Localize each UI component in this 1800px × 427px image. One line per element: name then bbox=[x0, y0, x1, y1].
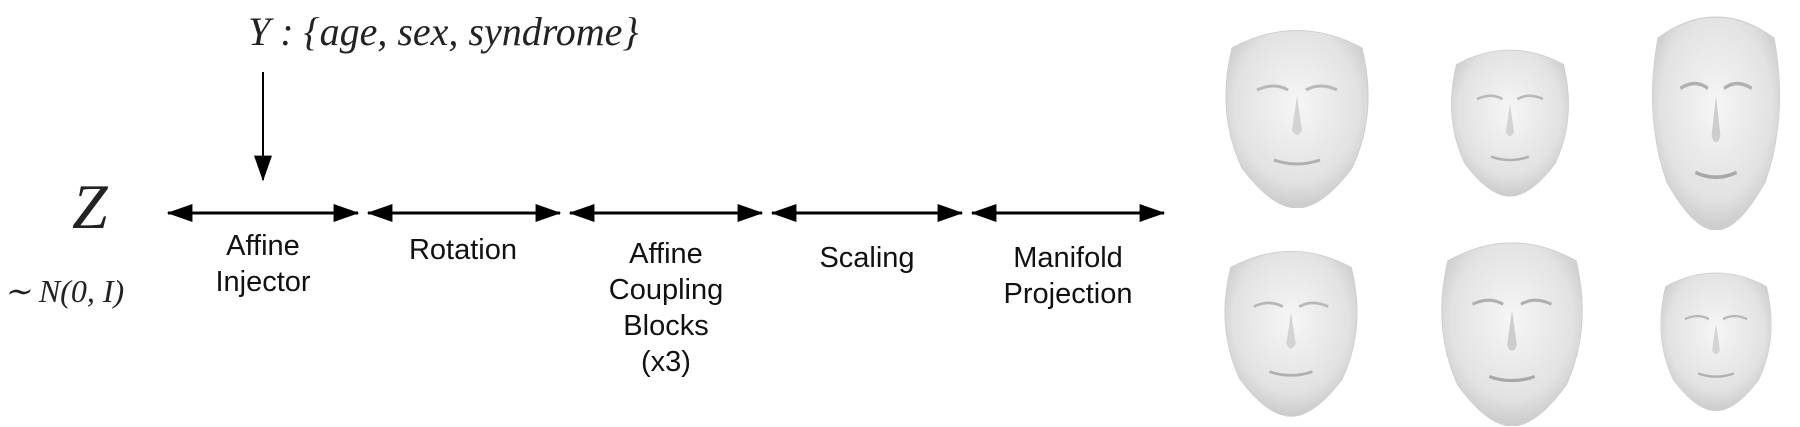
stage-line: Injector bbox=[215, 266, 311, 298]
face-image-2 bbox=[1451, 49, 1569, 197]
stage-manifold-projection: Manifold Projection bbox=[978, 240, 1158, 312]
stage-line: Affine bbox=[629, 238, 703, 270]
stage-rotation: Rotation bbox=[383, 232, 543, 268]
condition-symbol: Y bbox=[248, 9, 271, 54]
stage-line: Blocks bbox=[623, 310, 709, 342]
face-image-1 bbox=[1225, 30, 1369, 208]
stage-line: Coupling bbox=[608, 274, 724, 306]
condition-label: Y : {age, sex, syndrome} bbox=[248, 8, 638, 55]
stage-line: Scaling bbox=[819, 242, 915, 274]
stage-line: Rotation bbox=[408, 234, 517, 266]
face-image-5 bbox=[1441, 242, 1583, 426]
face-image-6 bbox=[1660, 272, 1772, 412]
stage-line: Projection bbox=[1003, 278, 1133, 310]
stage-line: (x3) bbox=[641, 346, 691, 378]
stage-affine-coupling: Affine Coupling Blocks (x3) bbox=[586, 236, 746, 380]
face-image-3 bbox=[1652, 16, 1780, 230]
latent-distribution: ∼ N(0, I) bbox=[4, 273, 125, 309]
stage-affine-injector: Affine Injector bbox=[183, 228, 343, 300]
stage-line: Manifold bbox=[1013, 242, 1123, 274]
pipeline-arrows bbox=[166, 72, 1166, 222]
stage-scaling: Scaling bbox=[787, 240, 947, 276]
face-image-4 bbox=[1224, 250, 1358, 417]
stage-line: Affine bbox=[226, 230, 300, 262]
condition-set: : {age, sex, syndrome} bbox=[270, 9, 639, 54]
latent-symbol: Z bbox=[72, 171, 108, 242]
